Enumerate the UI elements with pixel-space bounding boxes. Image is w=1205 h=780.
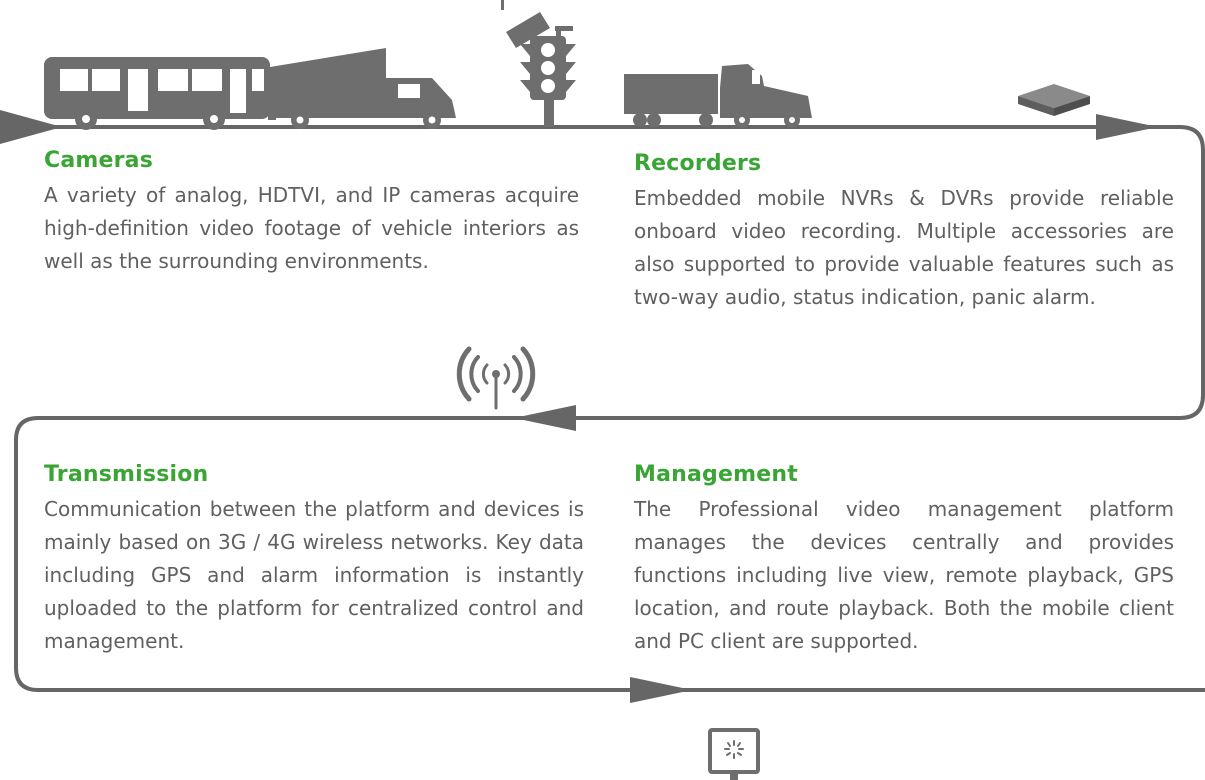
semi-truck-icon [624,64,812,128]
transmission-description: Communication between the platform and d… [44,497,584,653]
arrow-right-top [1096,114,1158,140]
recorders-title: Recorders [634,151,762,176]
cameras-title: Cameras [44,148,154,173]
cameras-description: A variety of analog, HDTVI, and IP camer… [44,183,579,273]
management-title: Management [634,462,798,487]
management-description: The Professional video management platfo… [634,497,1174,653]
recorders-section: Recorders Embedded mobile NVRs & DVRs pr… [634,151,1174,314]
flow-path [0,125,1205,692]
transmission-title: Transmission [44,462,209,487]
transmission-section: Transmission Communication between the p… [44,462,584,658]
recorders-description: Embedded mobile NVRs & DVRs provide reli… [634,186,1174,309]
monitor-loading-icon [708,728,760,780]
arrow-right-bottom [630,677,692,703]
cameras-section: Cameras A variety of analog, HDTVI, and … [44,148,579,278]
bus-icon [44,57,276,130]
box-truck-icon [270,48,456,129]
traffic-camera-icon [501,0,576,127]
management-section: Management The Professional video manage… [634,462,1174,658]
arrow-left-middle [514,405,576,431]
arrow-start [0,110,62,144]
wireless-antenna-icon [456,346,536,410]
recorder-device-icon [1018,84,1090,116]
